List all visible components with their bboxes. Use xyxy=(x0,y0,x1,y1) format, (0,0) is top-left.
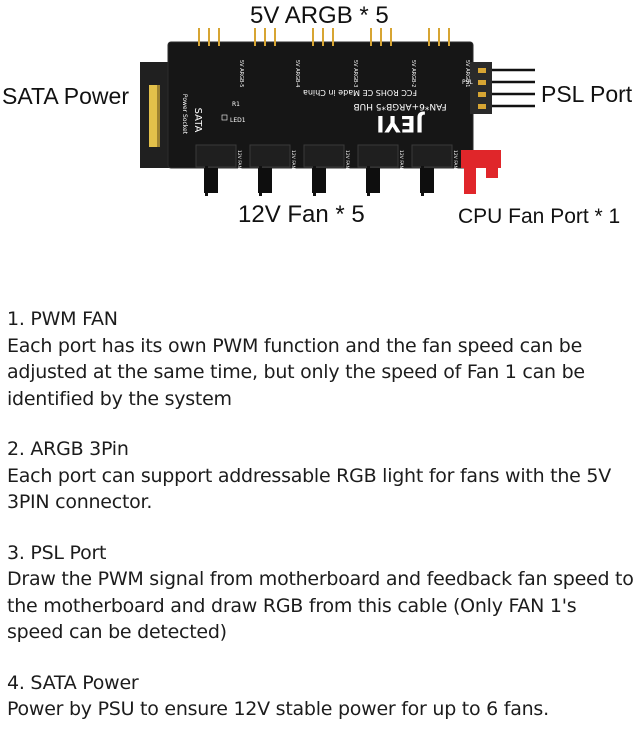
psl-board-label: PSL xyxy=(462,79,473,86)
cpu-fan-connector xyxy=(461,150,501,194)
argb-port-label: 5V ARGB-2 xyxy=(410,60,416,87)
feature-title: 4. SATA Power xyxy=(7,671,139,694)
argb-headers xyxy=(198,28,450,46)
argb-port-label: 5V ARGB-1 xyxy=(464,60,470,87)
feature-title: 2. ARGB 3Pin xyxy=(7,438,129,460)
feature-title: 3. PSL Port xyxy=(7,541,107,564)
board-socket-text: Power Socket xyxy=(181,94,188,135)
feature-item: 4. SATA Power Power by PSU to ensure 12V… xyxy=(7,670,637,723)
argb-callout: 5V ARGB * 5 xyxy=(250,2,389,29)
cpu-callout: CPU Fan Port * 1 xyxy=(458,205,621,228)
argb-port-label: 5V ARGB-3 xyxy=(352,60,358,87)
board-sata-text: SATA xyxy=(192,108,203,133)
feature-item: 1. PWM FAN Each port has its own PWM fun… xyxy=(7,306,637,412)
fan-port-label: 12V FAN-5 xyxy=(290,150,296,173)
feature-description: Draw the PWM signal from motherboard and… xyxy=(7,568,634,643)
argb-port-label: 5V ARGB-4 xyxy=(294,60,300,87)
fan-port-label: 12V FAN-6 xyxy=(236,150,242,173)
sata-callout: SATA Power xyxy=(2,83,129,109)
feature-item: 3. PSL Port Draw the PWM signal from mot… xyxy=(7,540,637,646)
argb-port-label: 5V ARGB-5 xyxy=(238,60,244,87)
feature-description: Power by PSU to ensure 12V stable power … xyxy=(7,698,549,720)
sata-connector xyxy=(140,62,170,168)
psl-callout: PSL Port xyxy=(541,81,633,107)
feature-title: 1. PWM FAN xyxy=(7,308,118,330)
fan-headers xyxy=(195,144,453,196)
feature-description: Each port has its own PWM function and t… xyxy=(7,334,585,410)
board-brand-text: JEYI xyxy=(376,110,425,135)
fan-port-label: 12V FAN-2 xyxy=(452,150,458,173)
resistor-label: R1 xyxy=(232,101,240,108)
hub-board-image: JEYI FAN*6+ARGB*5 HUB FCC ROHS CE Made i… xyxy=(140,28,535,196)
hub-pcb xyxy=(168,42,473,168)
feature-description: Each port can support addressable RGB li… xyxy=(7,464,611,514)
fan-port-label: 12V FAN-4 xyxy=(344,150,350,173)
led-label: LED1 xyxy=(230,117,246,124)
board-cert-text: FCC ROHS CE Made in China xyxy=(303,88,417,97)
feature-list: 1. PWM FAN Each port has its own PWM fun… xyxy=(7,306,637,747)
hub-diagram: JEYI FAN*6+ARGB*5 HUB FCC ROHS CE Made i… xyxy=(0,0,640,250)
fan-port-label: 12V FAN-3 xyxy=(398,150,404,173)
feature-item: 2. ARGB 3Pin Each port can support addre… xyxy=(7,436,637,516)
fan-callout: 12V Fan * 5 xyxy=(238,201,365,228)
board-model-text: FAN*6+ARGB*5 HUB xyxy=(353,101,446,111)
psl-connector xyxy=(470,62,535,114)
